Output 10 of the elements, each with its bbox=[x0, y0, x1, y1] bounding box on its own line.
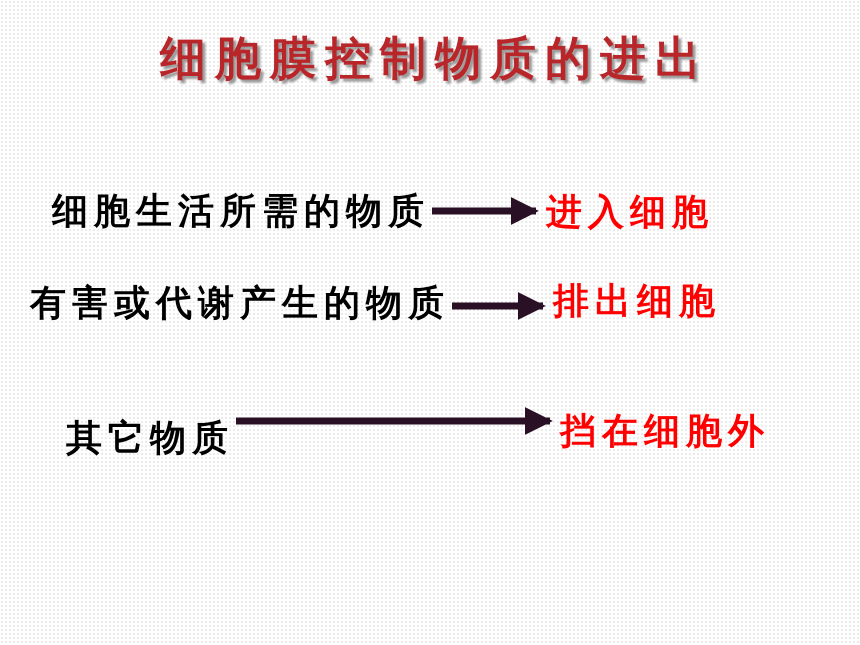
arrow bbox=[432, 197, 539, 225]
arrow bbox=[452, 292, 546, 320]
result-text: 进入细胞 bbox=[546, 191, 714, 235]
substance-text: 细胞生活所需的物质 bbox=[52, 190, 430, 234]
substance-text: 其它物质 bbox=[66, 417, 234, 461]
result-text: 排出细胞 bbox=[553, 280, 721, 324]
substance-text: 有害或代谢产生的物质 bbox=[30, 282, 450, 326]
arrow bbox=[236, 407, 553, 435]
result-text: 挡在细胞外 bbox=[560, 410, 770, 454]
title: 细胞膜控制物质的进出 bbox=[160, 30, 710, 87]
